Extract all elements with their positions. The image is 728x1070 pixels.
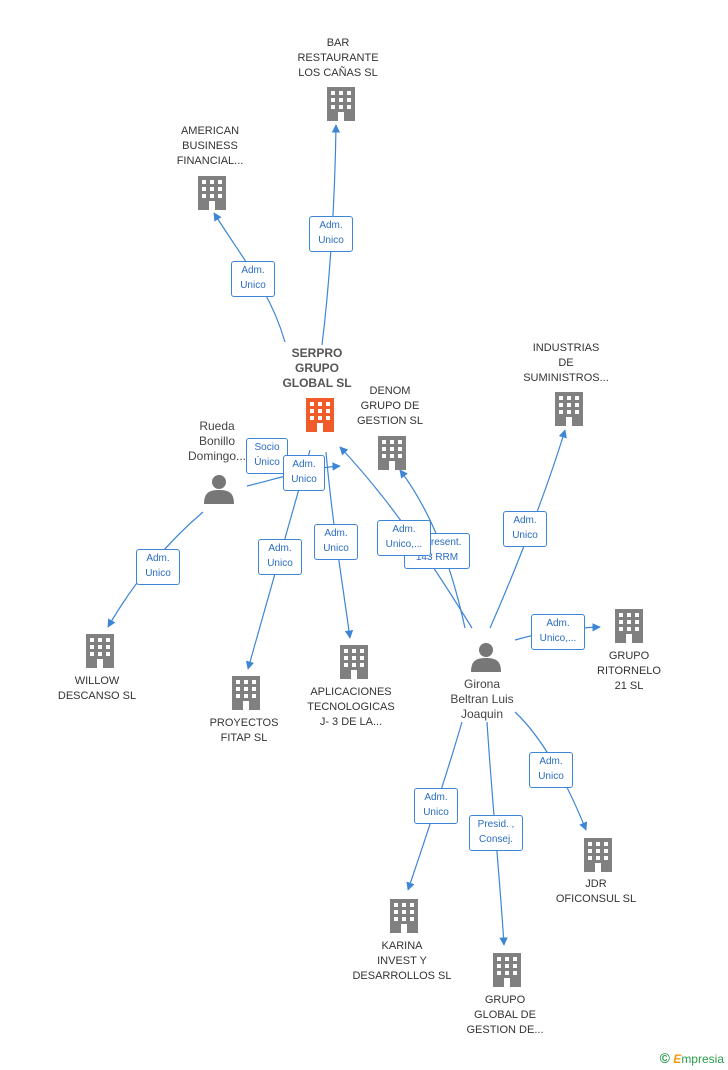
edge-label-socio[interactable]: Socio Único xyxy=(246,438,288,474)
building-icon[interactable] xyxy=(340,645,368,679)
person-icon[interactable] xyxy=(471,642,501,672)
building-icon[interactable] xyxy=(86,634,114,668)
company-label-proyectos[interactable]: PROYECTOS FITAP SL xyxy=(209,717,279,744)
center-company-label[interactable]: SERPRO GRUPO GLOBAL SL xyxy=(282,346,352,390)
person-icon[interactable] xyxy=(204,474,234,504)
company-label-jdr[interactable]: JDR OFICONSUL SL xyxy=(555,878,637,905)
company-label-willow[interactable]: WILLOW DESCANSO SL xyxy=(57,675,137,702)
company-label-aplicaciones[interactable]: APLICACIONES TECNOLOGICAS J- 3 DE LA... xyxy=(307,686,395,728)
building-icon[interactable] xyxy=(390,899,418,933)
building-icon[interactable] xyxy=(232,676,260,710)
edge-label-adm-proyectos[interactable]: Adm. Unico xyxy=(258,539,302,575)
empresia-logo[interactable]: © Empresia xyxy=(660,1050,724,1066)
company-label-denom[interactable]: DENOM GRUPO DE GESTION SL xyxy=(356,385,424,427)
company-label-american[interactable]: AMERICAN BUSINESS FINANCIAL... xyxy=(176,125,244,167)
copyright-symbol: © xyxy=(659,1050,670,1066)
edge-label-adm-ritornelo[interactable]: Adm. Unico,... xyxy=(531,614,585,650)
company-label-karina[interactable]: KARINA INVEST Y DESARROLLOS SL xyxy=(352,940,452,982)
brand-name: mpresia xyxy=(681,1052,724,1066)
building-icon[interactable] xyxy=(584,838,612,872)
building-icon[interactable] xyxy=(198,176,226,210)
company-label-ritornelo[interactable]: GRUPO RITORNELO 21 SL xyxy=(597,650,661,692)
building-icon[interactable] xyxy=(327,87,355,121)
edge-label-adm-aplicaciones[interactable]: Adm. Unico xyxy=(314,524,358,560)
building-icon[interactable] xyxy=(493,953,521,987)
edge-label-adm-jdr[interactable]: Adm. Unico xyxy=(529,752,573,788)
edge-label-adm-willow[interactable]: Adm. Unico xyxy=(136,549,180,585)
brand-initial: E xyxy=(673,1052,682,1066)
edge-label-presid[interactable]: Presid. , Consej. xyxy=(469,815,523,851)
edge-label-adm-bar[interactable]: Adm. Unico xyxy=(309,216,353,252)
building-icon[interactable] xyxy=(555,392,583,426)
edge-label-adm-rueda-center[interactable]: Adm. Unico xyxy=(283,455,325,491)
person-label-rueda[interactable]: Rueda Bonillo Domingo... xyxy=(187,419,247,463)
company-label-industrias[interactable]: INDUSTRIAS DE SUMINISTROS... xyxy=(523,342,609,384)
company-label-grupo-global[interactable]: GRUPO GLOBAL DE GESTION DE... xyxy=(466,994,544,1036)
person-label-girona[interactable]: Girona Beltran Luis Joaquin xyxy=(450,677,514,721)
building-icon[interactable] xyxy=(615,609,643,643)
edge-label-adm-unico-dots[interactable]: Adm. Unico,... xyxy=(377,520,431,556)
edge-label-adm-industrias[interactable]: Adm. Unico xyxy=(503,511,547,547)
edge-label-adm-karina[interactable]: Adm. Unico xyxy=(414,788,458,824)
building-icon[interactable] xyxy=(378,436,406,470)
edge-label-adm-american[interactable]: Adm. Unico xyxy=(231,261,275,297)
company-label-bar[interactable]: BAR RESTAURANTE LOS CAÑAS SL xyxy=(297,37,379,79)
